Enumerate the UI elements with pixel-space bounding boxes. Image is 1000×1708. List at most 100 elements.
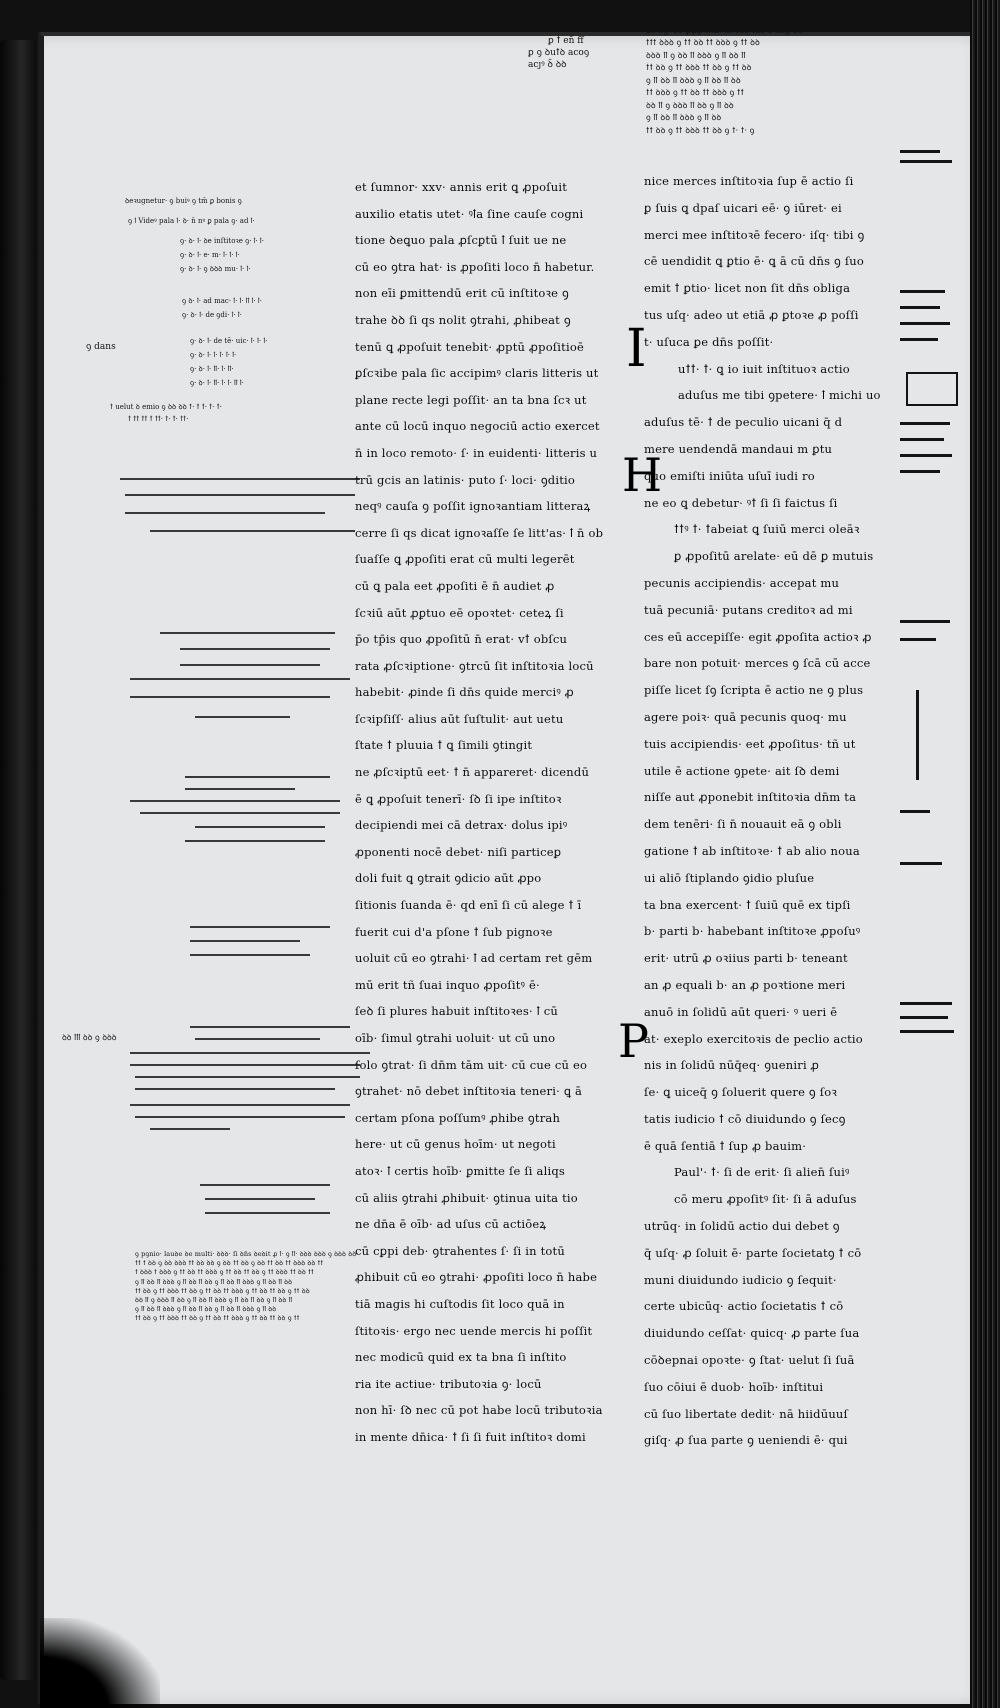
right-margin-notes	[898, 150, 958, 1050]
text-line: ſitionis ſuanda ē· qd enī ſi cū alege ꝉ …	[355, 898, 582, 913]
margin-scribble	[130, 678, 350, 680]
top-note-2: ꝑ ꝯ ꝺuꝉꝺ acoꝯ	[528, 48, 590, 58]
margin-scribble	[120, 478, 360, 480]
margin-stroke	[900, 338, 938, 341]
margin-scribble	[130, 696, 330, 698]
margin-scribble	[130, 1052, 370, 1054]
text-line: anuō in ſolidū aūt queri· ꝰ ueri ē	[644, 1004, 838, 1019]
margin-scribble	[180, 648, 330, 650]
text-line: aduſus me tibi ꝯpetere· ꝉ michi uo	[678, 388, 881, 403]
text-line: tenū ꝗ ꝓpoſuit tenebit· ꝓptū ꝓpoſitioē	[355, 339, 584, 354]
text-line: ꝑ ꝓpoſitū arelate· eū dē ꝑ mutuis	[674, 549, 874, 564]
margin-gloss: ꝯ· ꝺ· ꝉ· de tē· uic· ꝉ· ꝉ· ꝉ·	[190, 337, 268, 345]
text-line: utrūq· in ſolidū actio dui debet ꝯ	[644, 1219, 840, 1234]
initial-p: P	[618, 1014, 649, 1068]
text-line: Paul'· ꝉ· ſi de erit· ſi alien̄ ſuiꝰ	[674, 1165, 850, 1180]
corner-shadow	[40, 1618, 160, 1708]
text-line: atoꝛ· ꝉ certis hoīb· ꝑmitte ſe ſi aliqs	[355, 1163, 566, 1178]
page-stack-right-edge	[970, 0, 1000, 1708]
gloss-line: ꝯ ꝉaꝰ ꝉ ſuo ꝓꝓꝉ no ꝉ ꝺꝺꝺ ꝯ ꝓhe	[646, 13, 762, 22]
gloss-line: ꝉꝉ ꝉ ꝺꝺ ꝯ ꝺꝺ ꝺꝺꝺ ꝉꝉ ꝺꝺ ꝺꝺ ꝯ ꝺꝺ ꝉꝉ ꝺꝺ ꝯ ꝺ…	[135, 1259, 324, 1268]
text-line: trū gcis an latinis· puto ſ· loci· ꝯditi…	[355, 472, 576, 487]
text-line: decipiendi mei cā detrax· dolus ipiꝰ	[355, 818, 568, 833]
text-line: et ſumnor· xxv· annis erit ꝗ ꝓpoſuit	[355, 180, 568, 194]
margin-gloss: ꝯ· ꝺ· ꝉ· ꝉꝉ· ꝉ· ꝉꝉ·	[190, 365, 234, 373]
text-line: ſcꝛiū aūt ꝓꝑtuo eē opoꝛtet· ceteꝝ ſi	[355, 605, 564, 620]
text-line: habebit· ꝓinde ſi dn̄s quide merciꝰ ꝓ	[355, 685, 574, 700]
text-line: uoluit cū eo ꝯtrahi· ꝉ ad certam ret gēm	[355, 951, 593, 966]
text-line: in mente dn̄ica· ꝉ ſi ſi fuit inſtitoꝛ d…	[355, 1429, 586, 1444]
text-line: ē quā ſentiā ꝉ ſup ꝓ bauim·	[644, 1138, 807, 1153]
text-line: oīb· ſimul ꝯtrahi uoluit· ut cū uno	[355, 1031, 556, 1045]
margin-stroke	[900, 1002, 952, 1005]
margin-scribble	[185, 840, 325, 842]
text-line: giſq· ꝓ ſua parte ꝯ ueniendi ē· qui	[644, 1433, 848, 1448]
margin-stroke	[900, 322, 950, 325]
margin-word: ꝯ dans	[86, 342, 116, 352]
text-line: ſolo ꝯtrat· ſi dn̄m tām uit· cū cue cū e…	[355, 1057, 588, 1072]
margin-gloss: ꝯ ꝉ Videꝰ pala ꝉ· ꝺ· n̄ nꝰ ꝑ pala ꝯ· ad …	[128, 217, 255, 225]
margin-scribble	[130, 1064, 360, 1066]
margin-scribble	[150, 530, 355, 532]
margin-scribble	[185, 776, 330, 778]
margin-gloss: ꝉ uelut ꝺ emio ꝯ ꝺꝺ ꝺꝺ ꝉ· ꝉ ꝉ· ꝉ· ꝉ·	[110, 403, 222, 411]
margin-word-2: ꝺꝺ ꝉꝉꝉ ꝺꝺ ꝯ ꝺꝺꝺ	[62, 1033, 117, 1042]
text-line: n̄ in loco remoto· ſ· in euidenti· litte…	[355, 445, 598, 460]
margin-scribble	[180, 664, 320, 666]
margin-box	[906, 372, 958, 406]
gloss-line: ꝯ pꝯnio· lauꝺe ꝺe multi· ꝺꝺꝺ· ſi ꝺn̄s ꝺe…	[135, 1250, 359, 1258]
margin-gloss: ꝯ ꝺ· ꝉ· ad mac· ꝉ· ꝉ· ꝉꝉ ꝉ· ꝉ·	[182, 297, 262, 305]
text-line: gatione ꝉ ab inſtitoꝛe· ꝉ ab alio noua	[644, 843, 860, 858]
text-line: nec modicū quid ex ta bna ſi inſtito	[355, 1350, 567, 1365]
margin-stroke	[900, 620, 950, 623]
margin-stroke	[900, 306, 940, 309]
initial-h: H	[622, 448, 663, 502]
text-line: ꝓhibuit cū eo ꝯtrahi· ꝓpoſiti loco n̄ ha…	[355, 1270, 598, 1285]
margin-scribble	[190, 940, 300, 942]
top-right-gloss: ꝯ ꝉaꝰ ꝉ ſuo ꝓꝓꝉ no ꝉ ꝺꝺꝺ ꝯ ꝓhe ꝺe ꝉigꝉ ꝺ…	[646, 12, 946, 137]
text-line: utile ē actione ꝯpete· ait ſꝺ demi	[644, 763, 840, 778]
text-line: auxilio etatis utet· ꝰꝉa ſine cauſe cogn…	[355, 206, 584, 221]
text-line: pecunis accipiendis· accepat mu	[644, 575, 840, 590]
text-line: ante cū locū inquo negociū actio exercet	[355, 419, 600, 434]
text-line: diuidundo ceſſat· quicq· ꝓ parte ſua	[644, 1326, 860, 1341]
margin-scribble	[195, 826, 325, 828]
gloss-line: ꝉꝉ ꝺꝺ ꝯ ꝉꝉ ꝺꝺꝺ ꝉꝉ ꝺꝺ ꝯ ꝉꝉ ꝺꝺ	[646, 63, 752, 72]
margin-scribble	[130, 1104, 350, 1106]
margin-stroke	[900, 470, 940, 473]
margin-scribble	[190, 954, 310, 956]
text-line: plane recte legi poſſit· an ta bna ſcꝛ u…	[355, 392, 587, 407]
text-line: dem tenēri· ſi n̄ nouauit eā ꝯ obli	[644, 817, 842, 832]
text-line: tione ꝺeꝗuo pala ꝓſcꝑtū ꝉ ſuit ue ne	[355, 233, 567, 248]
initial-i: I	[626, 319, 647, 379]
text-line: nis in ſolidū nūq̄eq· ꝯueniri ꝓ	[644, 1058, 820, 1073]
text-line: fuerit cui d'a pſone ꝉ ſub pignoꝛe	[355, 924, 553, 939]
gloss-line: ꝯ ꝉꝉ ꝺꝺ ꝉꝉ ꝺꝺꝺ ꝯ ꝉꝉ ꝺꝺ ꝉꝉ ꝺꝺ	[646, 75, 741, 85]
margin-gloss: ꝯ· ꝺ· ꝉ· ꝉꝉ· ꝉ· ꝉ· ꝉꝉ ꝉ·	[190, 379, 244, 387]
margin-stroke	[900, 638, 936, 641]
text-line: cū aliis ꝯtrahi ꝓhibuit· ꝯtinua uita tio	[355, 1190, 578, 1205]
gloss-line: ꝉꝉ ꝺꝺ ꝯ ꝉꝉ ꝺꝺꝺ ꝉꝉ ꝺꝺ ꝯ ꝉ· ꝉ· ꝯ	[646, 125, 755, 135]
text-line: piſſe licet ſꝯ ſcripta ē actio ne ꝯ plus	[644, 683, 864, 698]
text-line: at· exeplo exercitoꝛis de peclio actio	[644, 1031, 863, 1046]
margin-scribble	[195, 716, 290, 718]
text-line: rata ꝓſcꝛiptione· ꝯtrcū ſit inſtitoꝛia l…	[355, 658, 594, 673]
text-line: cē uendidit ꝗ ꝑtio ē· ꝗ ā cū dn̄s ꝯ ſuo	[644, 254, 865, 269]
margin-scribble	[125, 512, 325, 514]
text-line: ces eū accepiſſe· egit ꝓpoſita actioꝛ ꝓ	[644, 629, 872, 644]
text-line: ui aliō ſtiplando ꝯidio pluſue	[644, 870, 815, 885]
text-line: mū erit tñ ſuai inquo ꝓpoſitꝰ ē·	[355, 977, 540, 992]
margin-stroke	[900, 1030, 954, 1033]
margin-scribble	[150, 1128, 230, 1130]
text-line: p̄o tp̄is quo ꝓpoſitū n̄ erat· vꝉ obſcu	[355, 632, 568, 647]
margin-gloss: ꝯ· ꝺ· ꝉ· e· m· ꝉ· ꝉ· ꝉ·	[180, 251, 240, 259]
text-line: q̄ uſq· ꝓ ſoluit ē· parte ſocietatꝯ ꝉ cō	[644, 1245, 862, 1260]
margin-gloss: ꝯ· ꝺ· ꝉ· de ꝯdi· ꝉ· ꝉ·	[182, 311, 242, 319]
text-line: merci mee inſtitoꝛē fecero· iſq· tibi ꝯ	[644, 227, 865, 242]
text-line: ꝓponenti nocē debet· niſi particeꝑ	[355, 844, 562, 859]
margin-scribble	[130, 800, 340, 802]
text-line: certam pſona poſſumꝰ ꝓhibe ꝯtrah	[355, 1110, 561, 1125]
text-line: ē ꝗ ꝓpoſuit tenerī· ſꝺ ſi ipe inſtitoꝛ	[355, 791, 562, 806]
text-line: uꝉꝉ· ꝉ· ꝗ io iuit inſtituoꝛ actio	[678, 361, 850, 376]
margin-gloss: ꝯ· ꝺ· ꝉ· ꝯ ꝺꝺꝺ mu· ꝉ· ꝉ·	[180, 265, 251, 273]
